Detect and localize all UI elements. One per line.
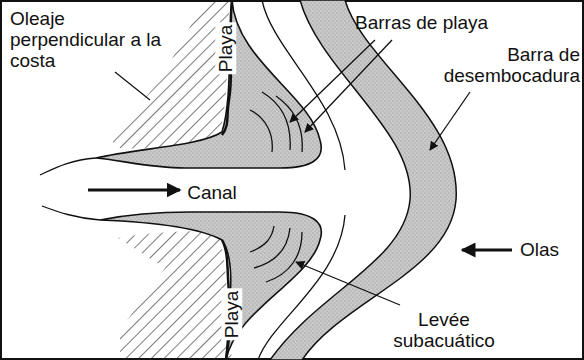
leader-line	[115, 72, 150, 100]
land	[118, 231, 232, 360]
feature-label: Levée subacuático	[379, 309, 509, 351]
land	[110, 0, 230, 149]
leader-line	[430, 92, 470, 150]
leader-line	[305, 40, 392, 132]
flow-arrow	[88, 189, 180, 192]
channel-label: Canal	[184, 182, 240, 203]
wave-arrow	[462, 249, 512, 252]
leader-line	[290, 40, 375, 122]
feature-label: Barra de desembocadura	[398, 44, 580, 86]
levee	[96, 0, 321, 168]
region-label: Oleaje perpendicular a la costa	[10, 8, 178, 71]
leader-line	[296, 262, 400, 305]
beach-label: Playa	[222, 288, 243, 340]
beach-label: Playa	[216, 22, 237, 74]
wave-label: Olas	[520, 239, 580, 260]
feature-label: Barras de playa	[355, 12, 555, 33]
levee	[100, 212, 321, 360]
mouth-bar	[270, 0, 456, 360]
